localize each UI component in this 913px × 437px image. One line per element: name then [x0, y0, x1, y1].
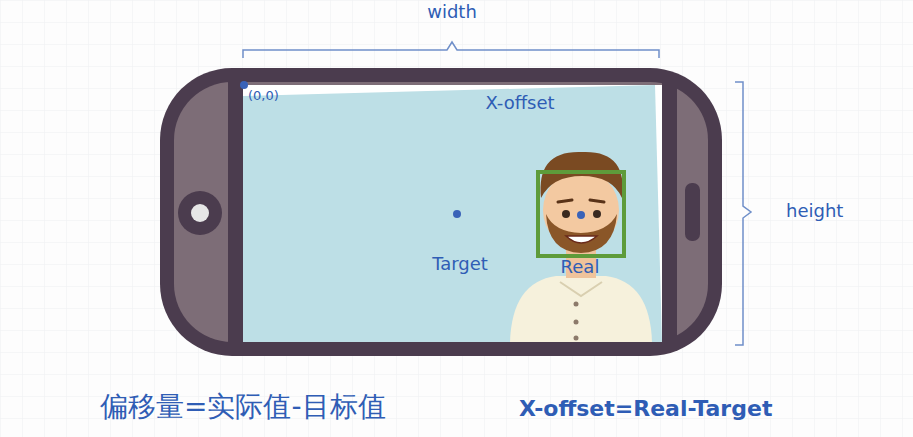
formula-text: X-offset=Real-Target — [519, 396, 772, 422]
man-figure — [510, 152, 652, 342]
dimension-brackets — [243, 42, 751, 345]
side-button — [685, 183, 700, 241]
face-box — [538, 172, 624, 256]
dimension-label: X-offset — [485, 92, 554, 114]
phone-bezel — [662, 82, 677, 342]
origin-label: (0,0) — [248, 88, 279, 104]
phone-body — [160, 68, 722, 356]
home-button — [178, 191, 222, 235]
point-label: Target — [432, 253, 488, 275]
formula-text: 偏移量=实际值-目标值 — [100, 390, 386, 424]
dimension-label: height — [786, 200, 843, 222]
real-dot — [577, 211, 585, 219]
point-label: Real — [561, 256, 600, 278]
phone-side — [174, 82, 708, 342]
home-button — [191, 204, 209, 222]
dimension-label: width — [427, 1, 477, 23]
screen-backdrop — [243, 85, 662, 342]
origin-dot — [240, 81, 248, 89]
phone-bezel — [228, 82, 243, 342]
target-dot — [453, 210, 461, 218]
phone-screen — [243, 85, 662, 342]
